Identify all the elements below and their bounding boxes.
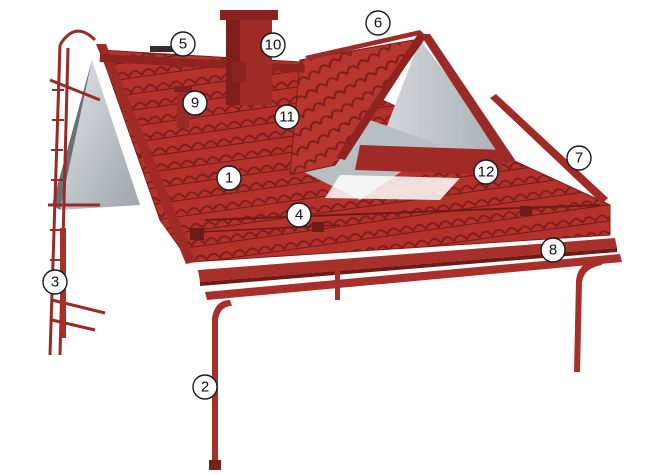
callout-10-label: 10 xyxy=(265,37,282,54)
left-gable-underside xyxy=(52,60,140,210)
downpipe-right xyxy=(574,258,602,372)
callout-11[interactable]: 11 xyxy=(274,104,300,130)
callout-5-label: 5 xyxy=(179,36,187,53)
callout-7[interactable]: 7 xyxy=(566,145,592,171)
callout-3[interactable]: 3 xyxy=(42,269,68,295)
callout-12[interactable]: 12 xyxy=(473,159,499,185)
callout-9-label: 9 xyxy=(191,95,199,112)
callout-5[interactable]: 5 xyxy=(170,31,196,57)
dormer-roof xyxy=(289,34,515,176)
downpipe-front xyxy=(209,300,232,470)
callout-2-label: 2 xyxy=(201,379,209,396)
callout-10[interactable]: 10 xyxy=(260,32,286,58)
callout-8-label: 8 xyxy=(549,242,557,259)
callout-6[interactable]: 6 xyxy=(365,10,391,36)
callout-2[interactable]: 2 xyxy=(192,374,218,400)
callout-4-label: 4 xyxy=(295,207,303,224)
chimney xyxy=(220,10,278,105)
callout-7-label: 7 xyxy=(575,150,583,167)
callout-11-label: 11 xyxy=(279,109,295,126)
ridge-piece xyxy=(305,30,424,60)
gutter-outlet xyxy=(335,270,340,300)
snow-guard xyxy=(190,204,601,240)
callout-1-label: 1 xyxy=(225,170,233,187)
callout-3-label: 3 xyxy=(51,274,59,291)
roof-ladder xyxy=(48,29,106,356)
callout-6-label: 6 xyxy=(374,15,382,32)
callout-8[interactable]: 8 xyxy=(540,237,566,263)
callout-4[interactable]: 4 xyxy=(286,202,312,228)
eave-trim xyxy=(490,94,608,204)
front-gutter xyxy=(198,238,622,300)
callout-12-label: 12 xyxy=(478,164,495,181)
dormer-front-flashing xyxy=(325,145,505,200)
callout-1[interactable]: 1 xyxy=(216,165,242,191)
callout-9[interactable]: 9 xyxy=(182,90,208,116)
